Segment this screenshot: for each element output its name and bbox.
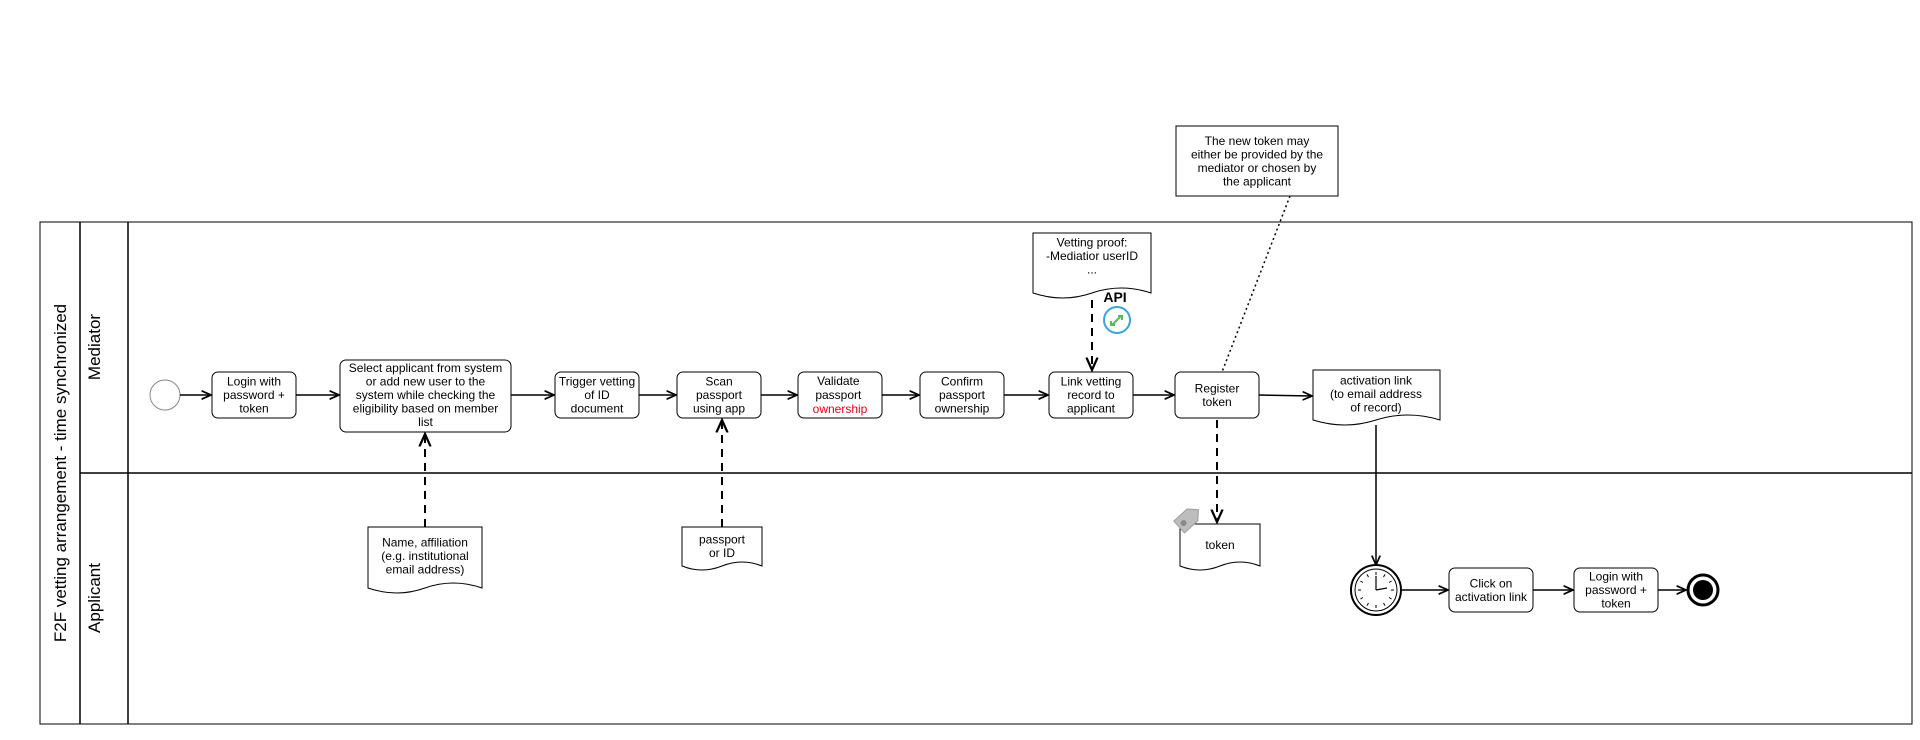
api-connector-icon <box>1103 306 1131 334</box>
doc-token-label: token <box>1205 538 1234 552</box>
doc-token[interactable]: token <box>1179 523 1261 571</box>
lane-applicant: Applicant <box>85 563 104 633</box>
token-tag-icon <box>1173 508 1199 534</box>
doc-vetting-proof[interactable]: Vetting proof:-Mediatior userID... <box>1032 232 1152 299</box>
timer-event[interactable] <box>1350 564 1402 616</box>
pool-title: F2F vetting arrangement - time synchroni… <box>51 304 70 642</box>
lane-mediator-label: Mediator <box>85 314 104 380</box>
task-validate-passport-label: Validate passport ownership <box>813 374 868 416</box>
api-label: API <box>1103 289 1126 305</box>
data-associations <box>425 300 1217 527</box>
pool: F2F vetting arrangement - time synchroni… <box>39 221 1913 725</box>
annotation-association <box>1221 195 1291 373</box>
lane-mediator: Mediator <box>85 314 104 380</box>
start-event[interactable] <box>149 379 181 411</box>
doc-vetting-proof-label: Vetting proof:-Mediatior userID... <box>1046 236 1138 277</box>
sequence-flows <box>180 395 1686 590</box>
task-validate-passport[interactable]: Validate passport ownership <box>797 371 883 419</box>
ownership-highlight: ownership <box>813 402 868 416</box>
clock-icon <box>1358 572 1394 608</box>
end-event[interactable] <box>1686 573 1720 607</box>
lane-applicant-label: Applicant <box>85 563 104 633</box>
